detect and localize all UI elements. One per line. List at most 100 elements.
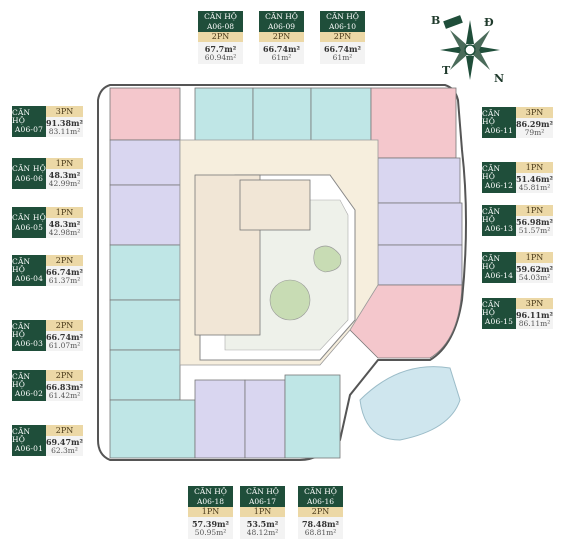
- net-area: 54.03m²: [518, 272, 551, 282]
- unit-type: 2PN: [198, 32, 243, 42]
- unit-type: 1PN: [188, 507, 233, 517]
- unit-label-heading: CĂN HỘ: [12, 322, 31, 339]
- gross-area: 91.38m²: [45, 117, 83, 128]
- net-area: 61m²: [271, 52, 292, 62]
- net-area: 60.94m²: [204, 52, 237, 62]
- gross-area: 66.74m²: [323, 43, 362, 54]
- unit-block-a06-13: [377, 202, 463, 246]
- stairwell: [239, 179, 311, 231]
- unit-code: A06-18: [196, 496, 225, 506]
- unit-type: 1PN: [46, 158, 83, 169]
- gross-area: 51.46m²: [515, 173, 553, 184]
- gross-area: 56.98m²: [515, 216, 553, 227]
- unit-block-a06-03: [109, 299, 181, 351]
- gross-area: 48.3m²: [48, 218, 81, 229]
- unit-code: A06-08: [206, 21, 235, 31]
- compass: B Đ T N: [428, 14, 518, 86]
- gross-area: 78.48m²: [301, 518, 340, 529]
- unit-block-a06-14: [377, 244, 463, 286]
- unit-code: A06-04: [14, 274, 44, 284]
- unit-code: A06-03: [14, 339, 44, 349]
- net-area: 61.37m²: [48, 275, 81, 285]
- unit-block-a06-18: [194, 379, 246, 459]
- unit-label-heading: CĂN HỘ: [12, 164, 46, 173]
- unit-code: A06-09: [267, 21, 296, 31]
- gross-area: 86.29m²: [515, 118, 553, 129]
- unit-type: 1PN: [515, 162, 553, 173]
- unit-code: A06-14: [484, 271, 514, 281]
- gross-area: 48.3m²: [48, 169, 81, 180]
- unit-label-heading: CĂN HỘ: [482, 300, 501, 317]
- compass-west-label: T: [442, 64, 451, 77]
- unit-label-heading: CĂN HỘ: [12, 257, 31, 274]
- gross-area: 69.47m²: [45, 436, 83, 447]
- gross-area: 66.74m²: [45, 266, 83, 277]
- unit-label-heading: CĂN HỘ: [12, 213, 46, 222]
- net-area: 79m²: [524, 127, 545, 137]
- unit-code: A06-07: [14, 125, 44, 135]
- unit-label-heading: CĂN HỘ: [304, 487, 337, 496]
- gross-area: 53.5m²: [246, 518, 279, 529]
- unit-block-a06-11: [370, 87, 457, 159]
- gross-area: 59.62m²: [515, 263, 553, 274]
- net-area: 61.42m²: [48, 390, 81, 400]
- unit-block-a06-04: [109, 244, 181, 301]
- unit-block-a06-16: [284, 374, 341, 459]
- net-area: 62.3m²: [51, 445, 78, 455]
- net-area: 51.57m²: [518, 225, 551, 235]
- unit-block-a06-02: [109, 349, 181, 401]
- unit-label-heading: CĂN HỘ: [204, 12, 237, 21]
- unit-code: A06-05: [14, 222, 44, 232]
- round-lawn: [269, 279, 311, 321]
- net-area: 42.98m²: [48, 227, 81, 237]
- garden-pond: [313, 245, 342, 273]
- unit-code: A06-16: [306, 496, 335, 506]
- unit-label-heading: CĂN HỘ: [326, 12, 359, 21]
- unit-type: 1PN: [515, 205, 553, 216]
- unit-type: 2PN: [45, 320, 83, 331]
- unit-block-a06-07: [109, 87, 181, 141]
- net-area: 48.12m²: [246, 527, 279, 537]
- pool: [359, 366, 461, 441]
- compass-north-label: B: [431, 14, 441, 27]
- unit-code: A06-12: [484, 181, 514, 191]
- unit-type: 2PN: [45, 425, 83, 436]
- net-area: 83.11m²: [48, 126, 81, 136]
- unit-type: 2PN: [259, 32, 304, 42]
- unit-code: A06-02: [14, 389, 44, 399]
- unit-label-heading: CĂN HỘ: [12, 108, 31, 125]
- unit-type: 1PN: [515, 252, 553, 263]
- unit-code: A06-01: [14, 444, 44, 454]
- unit-block-a06-17: [244, 379, 286, 459]
- gross-area: 66.83m²: [45, 381, 83, 392]
- unit-type: 1PN: [240, 507, 285, 517]
- unit-label-heading: CĂN HỘ: [12, 427, 31, 444]
- compass-rose-icon: [440, 15, 500, 80]
- net-area: 50.95m²: [194, 527, 227, 537]
- unit-label-heading: CĂN HỘ: [482, 207, 501, 224]
- unit-block-a06-06: [109, 139, 181, 186]
- unit-code: A06-13: [484, 224, 514, 234]
- net-area: 42.99m²: [48, 178, 81, 188]
- unit-label-heading: CĂN HỘ: [246, 487, 279, 496]
- unit-label-heading: CĂN HỘ: [194, 487, 227, 496]
